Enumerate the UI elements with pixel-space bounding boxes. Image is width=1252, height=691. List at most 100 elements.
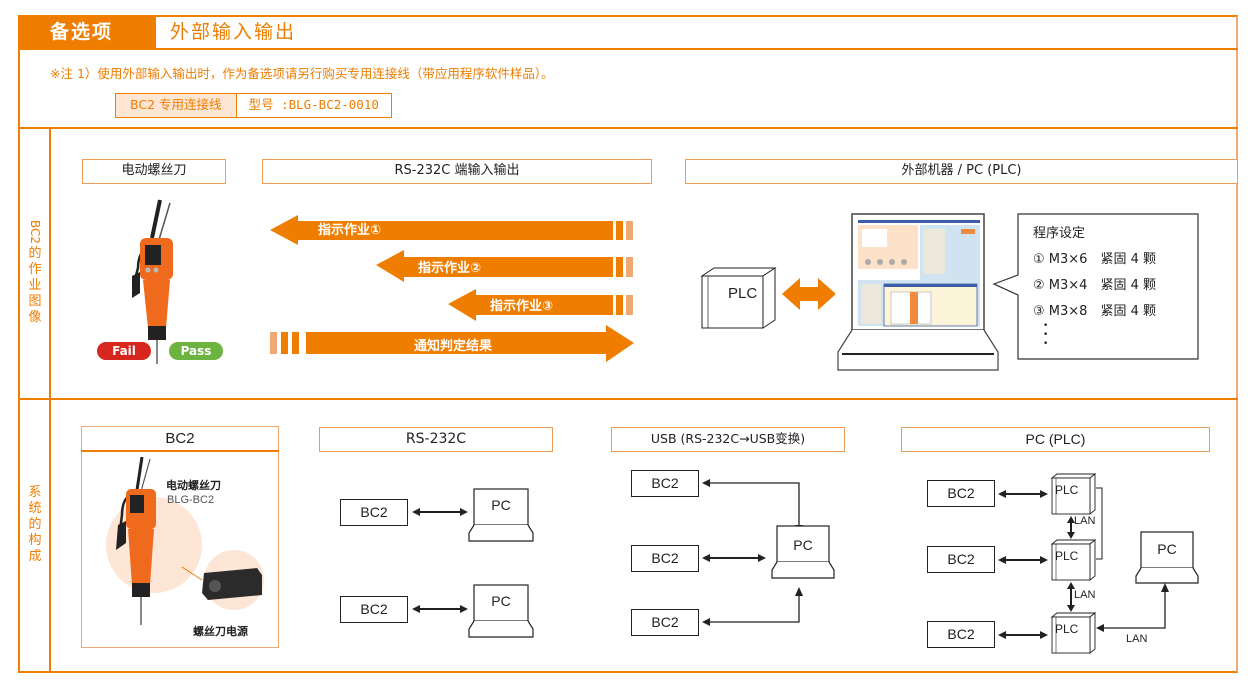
software-button: [961, 229, 975, 234]
usb-bc2-2: BC2: [631, 545, 699, 572]
usb-link-3: [707, 592, 800, 623]
plc-side: [762, 267, 776, 329]
software-dial: [865, 259, 871, 265]
usb-connections: [702, 479, 835, 626]
usb-pc-base: [771, 561, 835, 579]
arrow-stripe: [616, 295, 623, 315]
screwdriver-button: [153, 267, 159, 273]
arrow-instruction-1: [270, 215, 613, 245]
program-callout: [992, 213, 1199, 360]
screwdriver-grip: [128, 529, 154, 585]
screwdriver-wire: [157, 202, 171, 244]
arrowhead: [702, 554, 710, 562]
arrowhead: [998, 556, 1006, 564]
bc2-panel-title: BC2: [81, 426, 279, 452]
label-column-divider: [49, 128, 51, 673]
arrowhead: [460, 508, 468, 516]
power-supply-connector: [209, 580, 221, 592]
side-label-work-3: 业: [28, 278, 42, 293]
software-table-column: [910, 292, 918, 324]
software-list: [923, 229, 945, 274]
arrow-instruction-2: [376, 250, 613, 282]
bc2-screwdriver-model: BLG-BC2: [167, 494, 215, 506]
rs232c-bc2-1: BC2: [340, 499, 408, 526]
plc-device-3: [1050, 612, 1097, 654]
side-label-work-1: 的: [28, 246, 42, 261]
cable-model: 型号 :BLG-BC2-0010: [248, 97, 379, 112]
callout-bubble: [992, 213, 1199, 360]
screwdriver-title: 电动螺丝刀: [82, 159, 226, 184]
screwdriver-trigger: [116, 521, 126, 550]
software-list: [861, 284, 881, 324]
screwdriver-nose: [148, 326, 166, 340]
arrowhead: [702, 618, 710, 626]
header-tag: 备选项: [18, 15, 156, 50]
pcplc-bc2-2: BC2: [927, 546, 995, 573]
arrow-stripe: [626, 257, 633, 277]
arrow-stripe: [616, 257, 623, 277]
arrowhead: [1096, 624, 1104, 632]
arrowhead: [1067, 532, 1075, 539]
side-label-work-0: BC2: [28, 219, 42, 245]
usb-title: USB (RS-232C→USB变换): [611, 427, 845, 452]
arrowhead: [1067, 516, 1075, 523]
screwdriver-cable: [135, 456, 144, 491]
header-title: 外部输入输出: [170, 21, 297, 43]
io-arrows: [270, 215, 634, 362]
pcplc-pc-screen: [1140, 531, 1194, 569]
screwdriver-display: [130, 495, 144, 513]
arrow-instruction-3: [448, 289, 613, 321]
screwdriver-nose: [132, 583, 150, 597]
screwdriver-button: [145, 267, 151, 273]
pcplc-bc2-3: BC2: [927, 621, 995, 648]
rs232c-pc-1-label: PC: [491, 497, 511, 513]
arrowhead: [758, 554, 766, 562]
arrow-stripe: [270, 332, 277, 354]
plc-device-1: [1050, 473, 1097, 515]
arrowhead: [702, 479, 710, 487]
plc-bracket: [1096, 487, 1103, 560]
plc-front: [701, 275, 764, 329]
usb-bc2-1: BC2: [631, 470, 699, 497]
connector-line: [181, 566, 203, 581]
rs232c-pc-2-base: [468, 620, 534, 638]
rs232c-pc-1-base: [468, 524, 534, 542]
plc-device-2: [1050, 539, 1097, 581]
side-label-work: BC2 的 作 业 图 像: [20, 218, 50, 326]
rs232c-pc-2-screen: [473, 584, 529, 622]
arrowhead: [1040, 631, 1048, 639]
side-label-system-1: 统: [28, 501, 42, 516]
lan-link-pc: [1101, 588, 1166, 629]
side-label-work-2: 作: [28, 262, 42, 277]
side-label-system-2: 的: [28, 517, 42, 532]
external-title: 外部机器 / PC (PLC): [685, 159, 1238, 184]
bc2-screwdriver-name: 电动螺丝刀: [166, 479, 221, 492]
cable-name: BC2 专用连接线: [116, 94, 237, 117]
arrowhead: [460, 605, 468, 613]
software-titlebar: [858, 220, 980, 223]
bc2-panel: [81, 426, 279, 648]
side-label-system-4: 成: [28, 549, 42, 564]
bidirectional-arrow: [782, 278, 835, 310]
bc2-product-image: [106, 456, 264, 625]
arrowhead: [1067, 582, 1075, 589]
arrowhead: [1040, 490, 1048, 498]
plc-label-1: PLC: [1055, 483, 1079, 497]
screwdriver-grip: [143, 280, 170, 328]
usb-bc2-3: BC2: [631, 609, 699, 636]
arrow-result: [306, 325, 634, 362]
side-label-work-4: 图: [28, 294, 42, 309]
rs232c-bc2-2: BC2: [340, 596, 408, 623]
pcplc-connections: [998, 473, 1199, 654]
program-ellipsis: • • •: [1043, 322, 1048, 349]
arrowhead: [412, 605, 420, 613]
note-divider: [18, 127, 1238, 129]
rs232c-title: RS-232C: [319, 427, 553, 452]
side-label-system-3: 构: [28, 533, 42, 548]
arrow-label-3: 指示作业③: [490, 299, 554, 314]
pcplc-title: PC (PLC): [901, 427, 1210, 452]
software-dialog-titlebar: [884, 284, 977, 287]
pcplc-pc-base: [1135, 567, 1199, 584]
pass-badge: Pass: [169, 342, 223, 360]
program-item-3: ③ M3×8 紧固 4 颗: [1033, 304, 1156, 319]
